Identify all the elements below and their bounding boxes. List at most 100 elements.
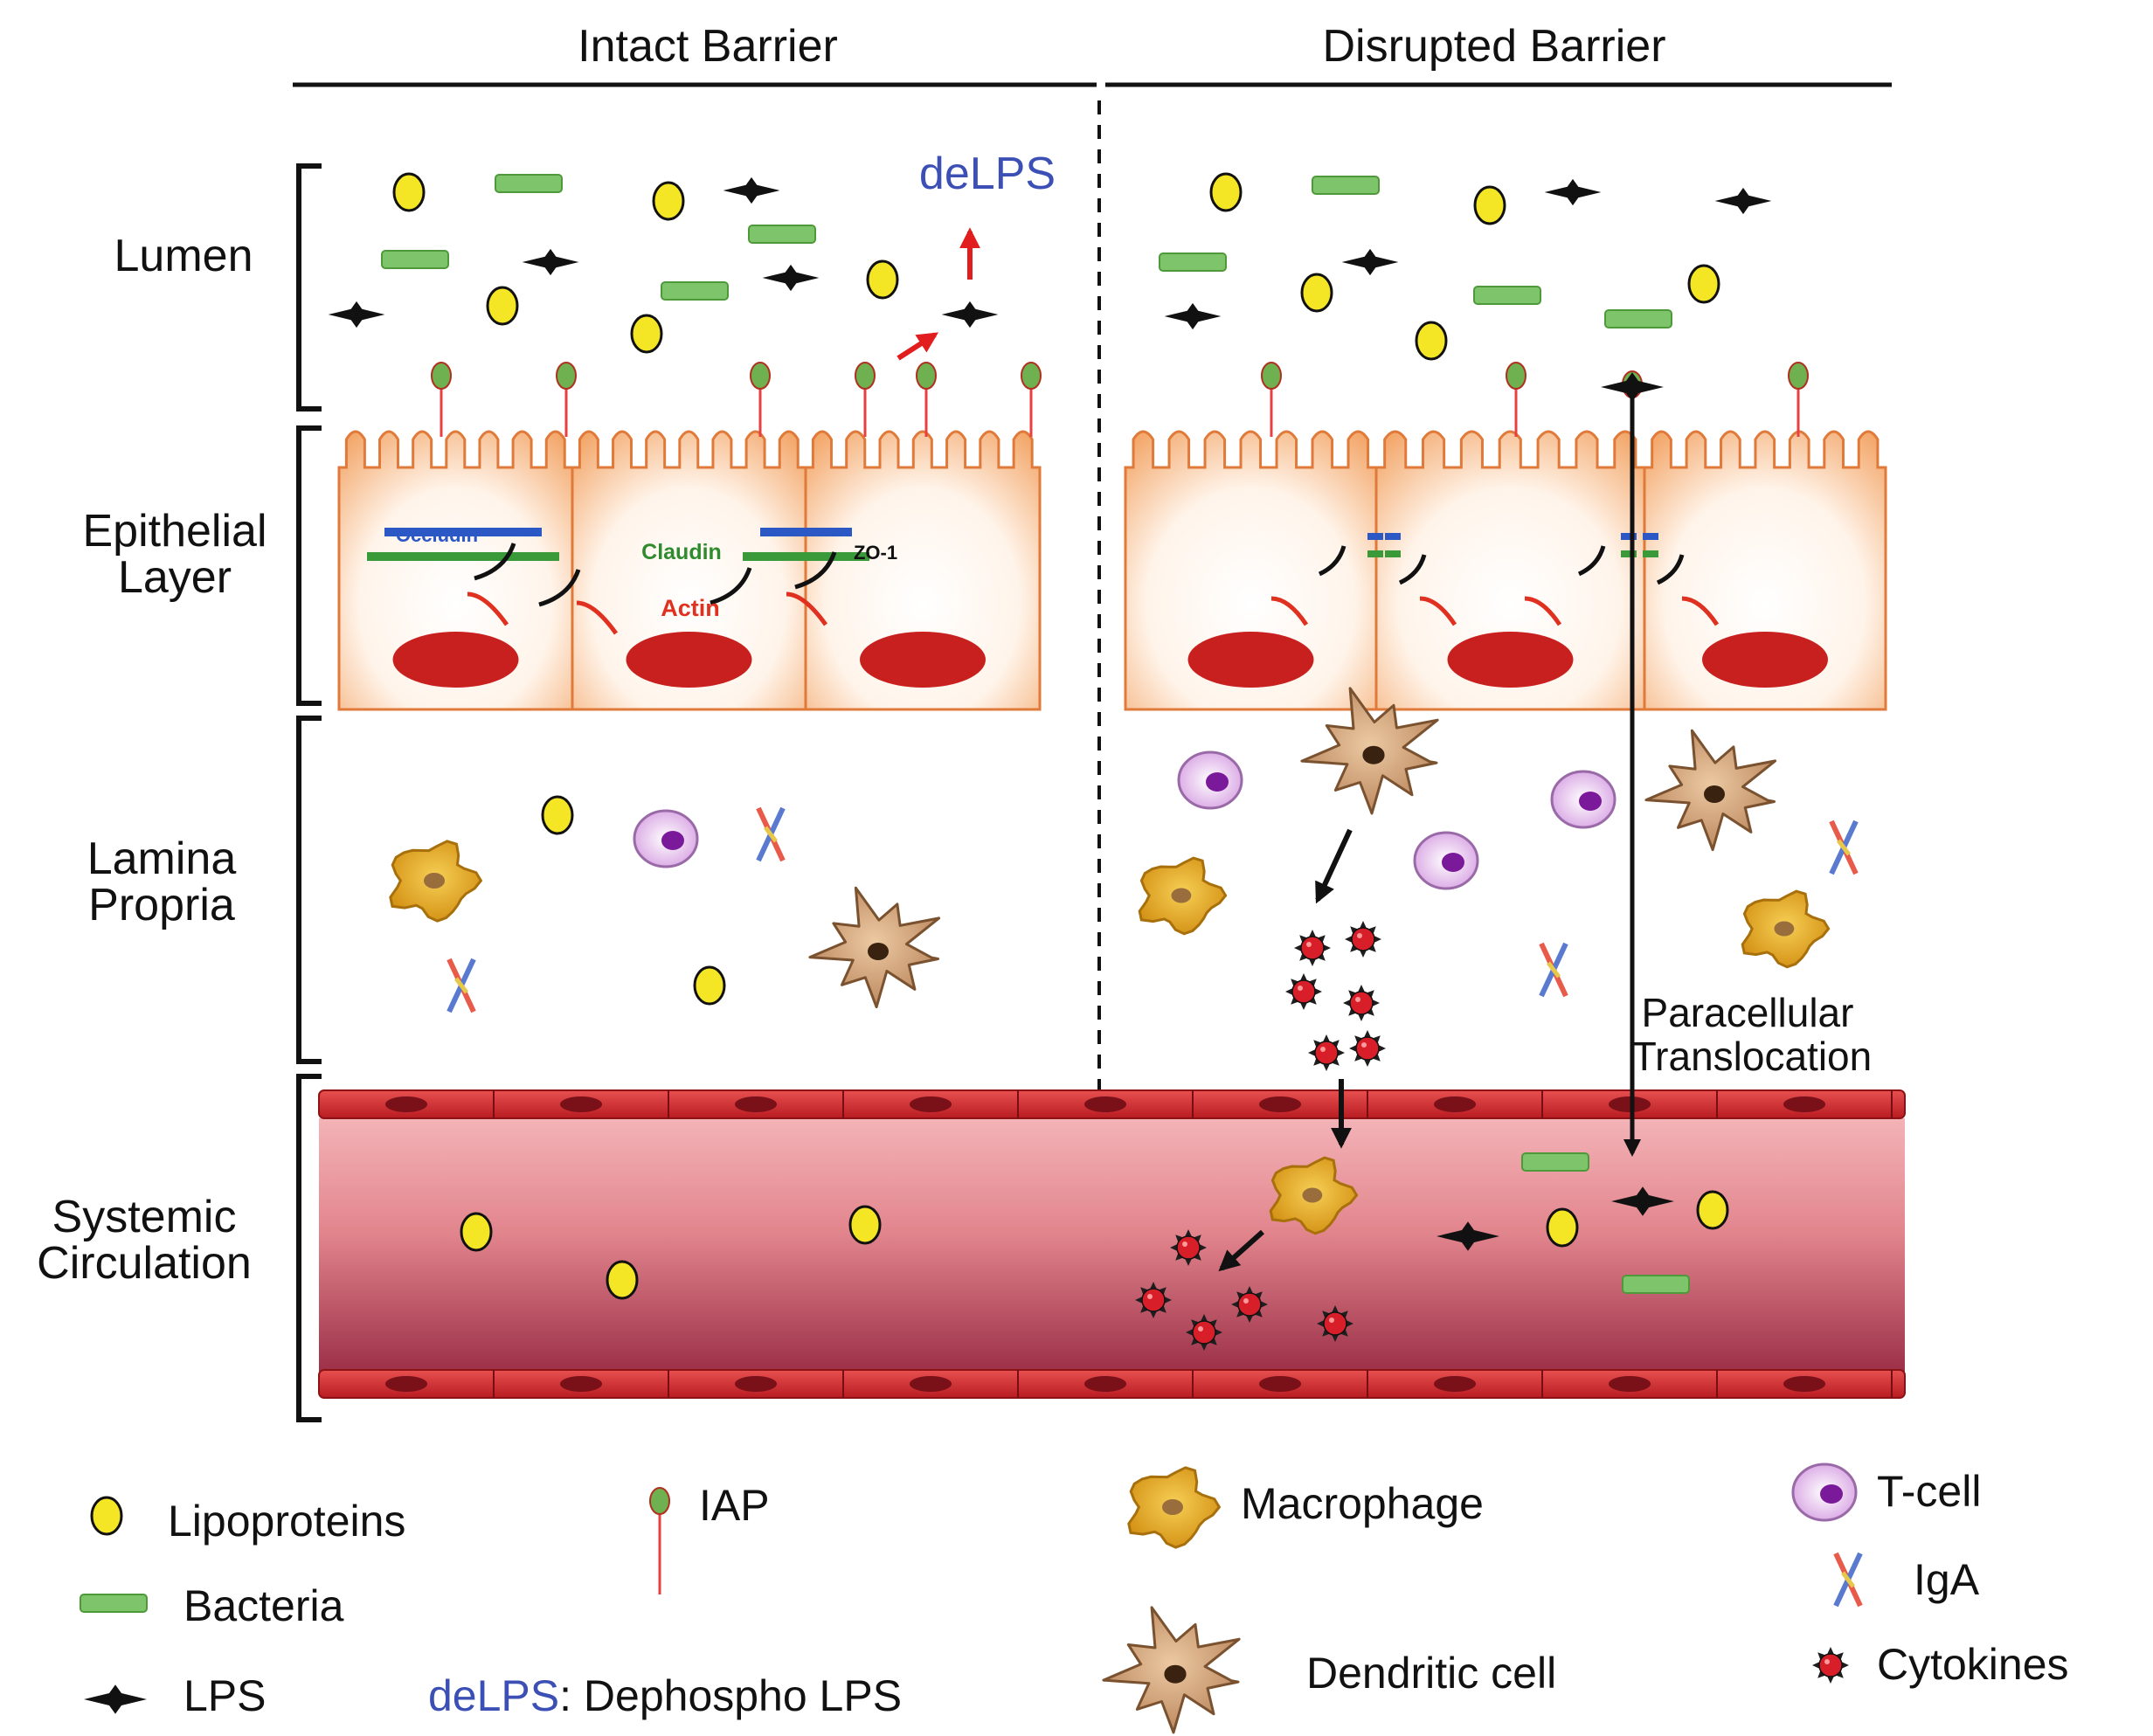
bacterium <box>748 225 816 244</box>
lipoprotein <box>460 1212 493 1252</box>
cytokine-highlight <box>1355 997 1360 1002</box>
macrophage <box>1138 856 1228 936</box>
header-intact-barrier: Intact Barrier <box>578 21 838 72</box>
occludin-band <box>760 528 852 536</box>
cytokine <box>1170 1229 1207 1266</box>
t-cell-nucleus <box>1579 792 1602 811</box>
actin-filament-broken <box>1524 596 1562 626</box>
dendritic-cell <box>1300 687 1439 815</box>
layer-label-systemic: Systemic <box>52 1192 237 1242</box>
lps-molecule <box>1544 178 1602 206</box>
iap-molecule <box>556 362 577 437</box>
endothelial-nucleus <box>910 1096 952 1112</box>
endothelial-nucleus <box>1783 1376 1825 1392</box>
cytokine-highlight <box>1298 986 1303 991</box>
cytokine-highlight <box>1824 1659 1830 1664</box>
cytokine-core <box>1314 1041 1339 1065</box>
dendritic-nucleus <box>1164 1664 1187 1684</box>
legend-bacteria-label: Bacteria <box>183 1581 344 1630</box>
legend-tcell-label: T-cell <box>1877 1467 1981 1516</box>
lipoprotein <box>486 286 519 326</box>
legend-cytokine-icon <box>1812 1647 1849 1684</box>
cytokine <box>1285 973 1322 1010</box>
legend-delps-description: : Dephospho LPS <box>559 1671 902 1720</box>
cytokine-core <box>1237 1292 1262 1317</box>
legend-dendritic-label: Dendritic cell <box>1306 1649 1556 1698</box>
iap-head <box>431 362 452 390</box>
cytokine <box>1349 1030 1386 1067</box>
lps-molecule <box>1611 1186 1674 1216</box>
layer-label-circulation: Circulation <box>37 1238 252 1289</box>
iap-molecule <box>750 362 771 437</box>
cytokine-highlight <box>1243 1298 1249 1304</box>
cytokine-core <box>1291 979 1316 1004</box>
cytokine <box>1231 1286 1268 1323</box>
actin-filament-broken <box>1419 596 1457 626</box>
cytokine-highlight <box>1329 1318 1334 1323</box>
t-cell-nucleus <box>1206 772 1229 792</box>
cytokine-core <box>1300 936 1325 960</box>
zo1-anchor-broken <box>1398 554 1427 585</box>
macrophage <box>1269 1156 1359 1235</box>
layer-label-lamina: Lamina <box>87 833 237 884</box>
lipoprotein <box>392 172 426 212</box>
epithelial-cell-body <box>1643 430 1887 711</box>
legend-lps-label: LPS <box>183 1671 267 1720</box>
legend-lipoproteins-label: Lipoproteins <box>168 1497 405 1546</box>
bacterium <box>381 250 449 269</box>
endothelial-nucleus <box>385 1096 427 1112</box>
occludin-fragment <box>1385 533 1401 540</box>
legend-bacteria-icon <box>80 1594 148 1613</box>
bracket-systemic <box>296 1074 322 1422</box>
zo1-anchor <box>538 569 581 607</box>
lps-molecule <box>328 301 385 329</box>
lipoprotein <box>1300 273 1333 313</box>
dendritic-cell <box>808 886 941 1009</box>
macrophage-nucleus <box>424 873 445 889</box>
macrophage-nucleus <box>1302 1187 1323 1203</box>
epithelial-cell <box>571 430 807 711</box>
lps-molecule <box>723 176 780 204</box>
paracellular-label: Paracellular <box>1642 990 1854 1035</box>
endothelial-nucleus <box>385 1376 427 1392</box>
macrophage <box>1741 889 1831 969</box>
lipoprotein <box>1696 1190 1729 1230</box>
cytokine <box>1343 985 1380 1021</box>
endothelial-nucleus <box>1434 1376 1476 1392</box>
bacterium <box>1312 176 1380 195</box>
cytokine-highlight <box>1361 1042 1367 1048</box>
layer-label-lumen: Lumen <box>114 231 253 281</box>
endothelial-nucleus <box>1259 1376 1301 1392</box>
lps-molecule <box>941 301 999 329</box>
cytokine-highlight <box>1198 1326 1203 1331</box>
cytokine <box>1345 921 1381 958</box>
claudin-fragment <box>1643 550 1658 557</box>
iap-head <box>556 362 577 390</box>
legend-iga-icon <box>1833 1552 1863 1608</box>
lps-molecule <box>762 264 820 292</box>
cytokine <box>1135 1282 1172 1318</box>
legend-lps-icon <box>84 1684 147 1714</box>
iap-molecule <box>1261 362 1282 437</box>
bracket-lamina <box>296 716 322 1064</box>
epithelial-cell-body <box>337 430 574 711</box>
iga-hinge <box>764 826 778 843</box>
cytokine-highlight <box>1182 1241 1187 1247</box>
iga-hinge <box>1837 839 1851 856</box>
iap-head <box>916 362 937 390</box>
lipoprotein <box>541 795 574 835</box>
endothelial-nucleus <box>1084 1096 1126 1112</box>
t-cell <box>1550 770 1616 829</box>
cytokine-core <box>1323 1311 1347 1336</box>
translocation-label: Translocation <box>1632 1034 1872 1079</box>
legend-cytokines-label: Cytokines <box>1877 1640 2069 1689</box>
cell-nucleus <box>392 632 519 688</box>
bacterium <box>1622 1275 1690 1294</box>
legend-lipoprotein-icon <box>90 1496 123 1536</box>
cytokine-core <box>1192 1320 1216 1345</box>
zo1-anchor <box>474 543 516 581</box>
occludin-fragment <box>1621 533 1637 540</box>
lipoprotein <box>848 1205 882 1245</box>
header-disrupted-barrier: Disrupted Barrier <box>1322 21 1665 72</box>
endothelial-nucleus <box>1609 1096 1651 1112</box>
